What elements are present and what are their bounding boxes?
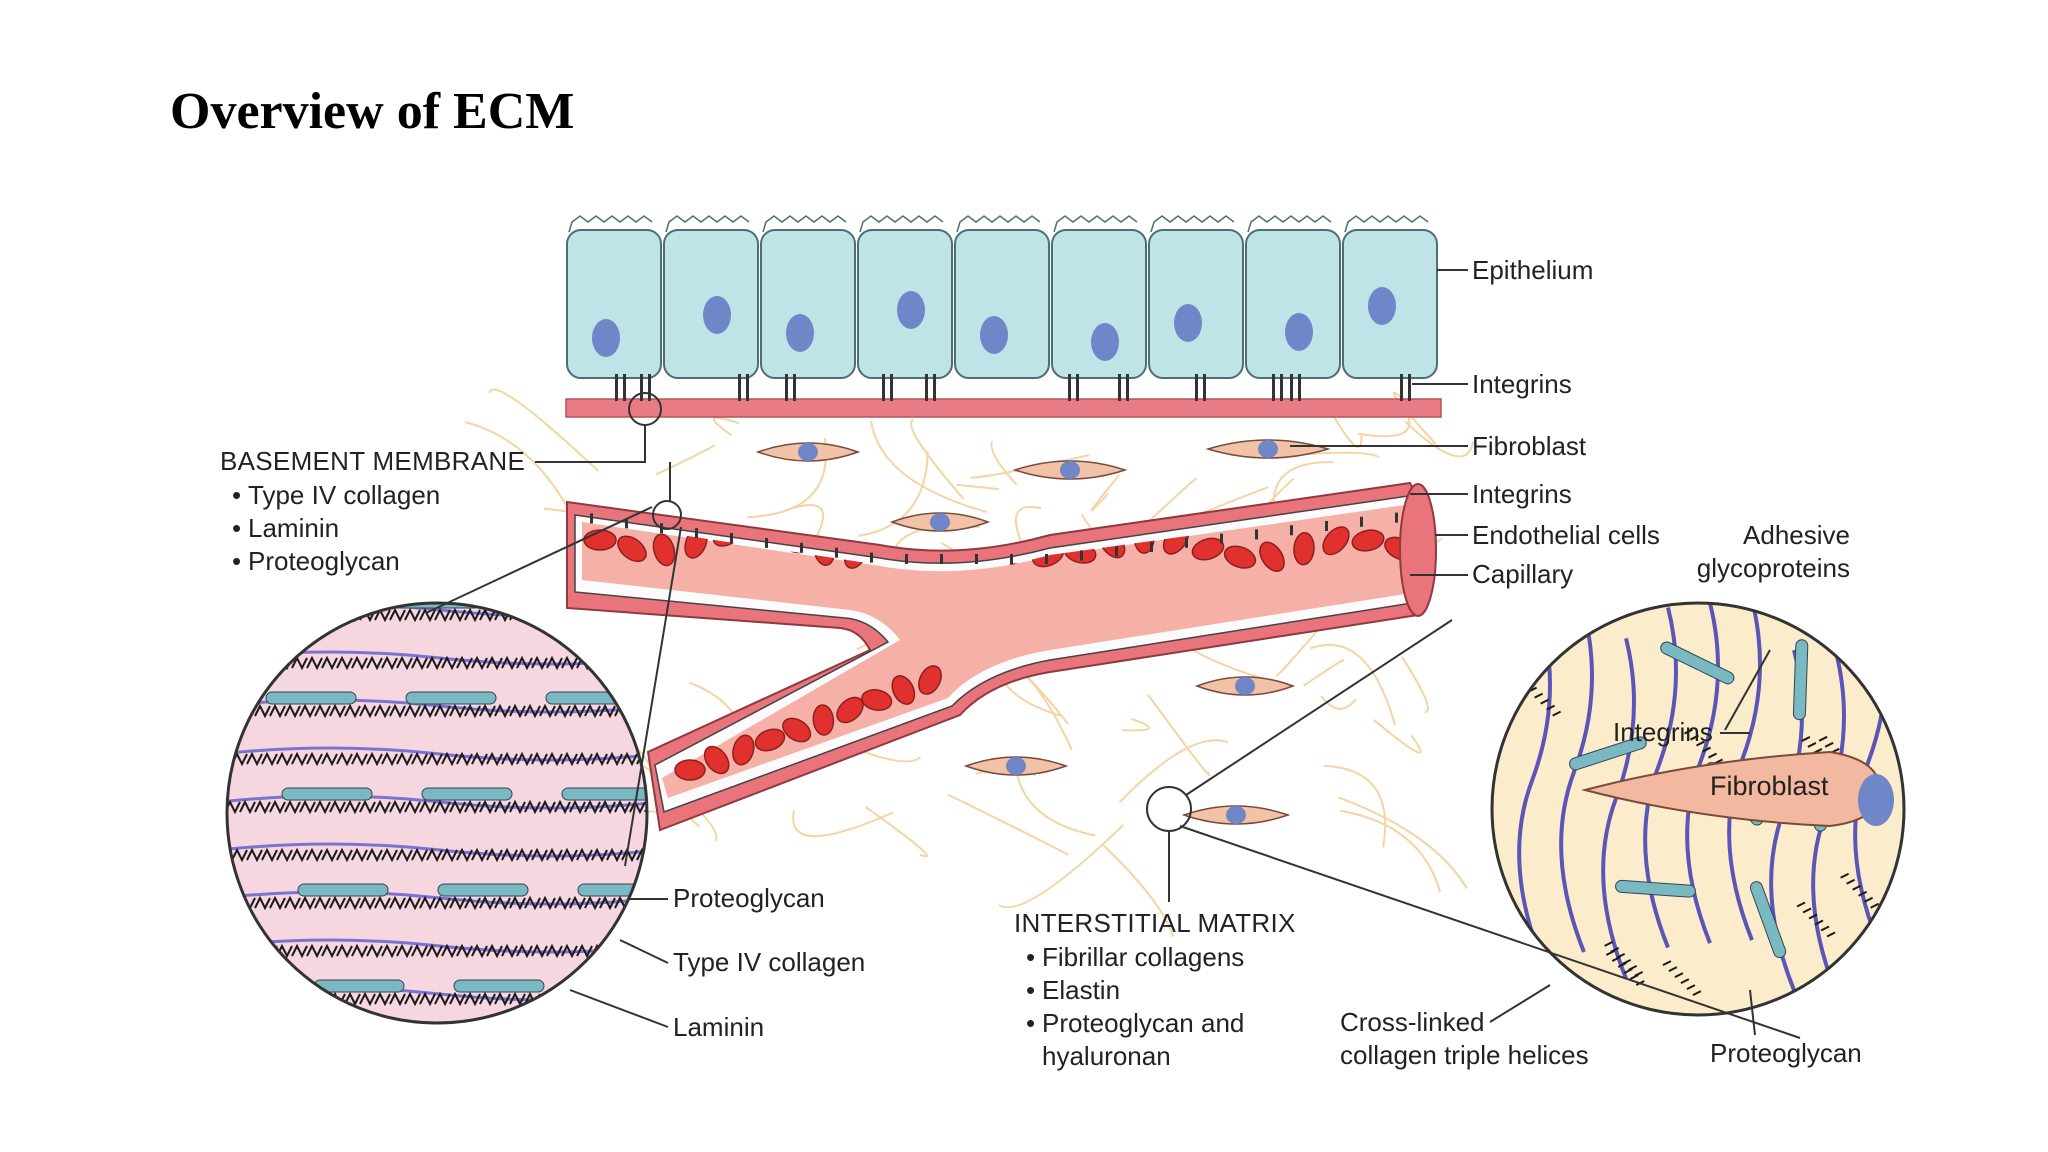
basement-membrane-list: Type IV collagen Laminin Proteoglycan [220,479,525,578]
label-integrins-mid: Integrins [1472,479,1572,509]
label-crosslinked-collagen: Cross-linked collagen triple helices [1340,1007,1589,1070]
slide-title: Overview of ECM [170,83,575,140]
basement-membrane-item: Laminin [232,512,525,545]
label-adhesive-glycoproteins: Adhesive glycoproteins [1696,520,1850,583]
label-endothelial-cells: Endothelial cells [1472,520,1660,550]
interstitial-matrix-item: Elastin [1026,974,1296,1007]
capillary [566,481,1437,832]
interstitial-matrix-continuation: hyaluronan [1042,1041,1171,1071]
label-proteoglycan-right: Proteoglycan [1710,1038,1862,1068]
interstitial-matrix-list: Fibrillar collagens Elastin Proteoglycan… [1014,941,1296,1073]
label-laminin-left: Laminin [673,1012,765,1042]
interstitial-matrix-heading: INTERSTITIAL MATRIX [1014,908,1296,938]
label-fibroblast-zoom: Fibroblast [1710,771,1829,801]
basement-membrane-zoom [225,601,649,1025]
interstitial-matrix-item: Fibrillar collagens [1026,941,1296,974]
capillary-zoom-ring [652,500,682,530]
label-capillary: Capillary [1472,559,1574,589]
basement-membrane-heading: BASEMENT MEMBRANE [220,446,526,476]
basement-membrane-block: BASEMENT MEMBRANE Type IV collagen Lamin… [220,446,525,578]
label-proteoglycan-left: Proteoglycan [673,883,825,913]
label-epithelium: Epithelium [1472,255,1594,285]
capillary-end [1399,483,1437,617]
label-integrins-zoom: Integrins [1613,717,1713,747]
label-type-iv-collagen-left: Type IV collagen [673,947,866,977]
interstitial-matrix-zoom [1490,601,1906,1017]
label-integrins-top: Integrins [1472,369,1572,399]
basement-membrane-item: Type IV collagen [232,479,525,512]
leader-lines [425,269,1801,1039]
endothelial-integrin-marks [590,512,1398,564]
label-fibroblast: Fibroblast [1472,431,1587,461]
basement-membrane-item: Proteoglycan [232,545,525,578]
integrin-markers [615,374,1411,401]
epithelium-layer [566,215,1438,379]
fibroblasts [755,439,1331,825]
basement-membrane-band [565,398,1442,418]
interstitial-matrix-block: INTERSTITIAL MATRIX Fibrillar collagens … [1014,908,1296,1073]
matrix-zoom-ring [1146,786,1192,832]
